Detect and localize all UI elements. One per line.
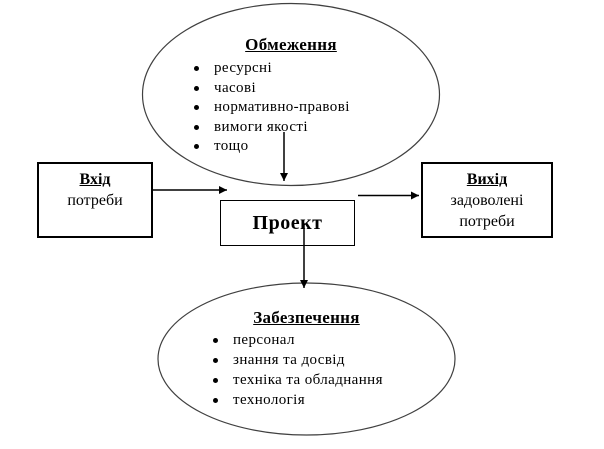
- bullet-icon: [194, 144, 199, 149]
- bullet-icon: [194, 85, 199, 91]
- constraint-item-label: часові: [214, 79, 257, 96]
- list-item: нормативно-правові: [194, 98, 350, 118]
- bullet-icon: [213, 338, 218, 343]
- list-item: часові: [194, 79, 350, 99]
- support-item-label: знання та досвід: [233, 352, 345, 368]
- support-item-label: технологія: [233, 392, 306, 408]
- bullet-icon: [194, 105, 199, 110]
- support-item-label: персонал: [233, 332, 295, 348]
- constraint-item-label: вимоги якості: [214, 118, 308, 135]
- bullet-icon: [213, 378, 218, 383]
- list-item: персонал: [213, 331, 383, 351]
- constraints-ellipse: [141, 2, 441, 187]
- constraint-item-label: ресурсні: [214, 60, 273, 76]
- list-item: технологія: [213, 391, 383, 411]
- project-box: Проект: [220, 200, 355, 246]
- list-item: знання та досвід: [213, 351, 383, 371]
- list-item: тощо: [194, 137, 350, 157]
- support-ellipse-title: Забезпечення: [253, 308, 360, 327]
- support-list: персонал знання та досвід техніка та обл…: [213, 331, 383, 411]
- list-item: ресурсні: [194, 59, 350, 79]
- list-item: вимоги якості: [194, 118, 350, 138]
- support-item-label: техніка та обладнання: [233, 372, 383, 388]
- input-box-title: Вхід: [79, 171, 111, 188]
- bullet-icon: [194, 66, 199, 71]
- project-box-title: Проект: [252, 211, 323, 234]
- input-box: Вхід потреби: [37, 162, 153, 238]
- constraint-item-label: тощо: [214, 138, 249, 154]
- bullet-icon: [213, 358, 218, 363]
- bullet-icon: [194, 124, 199, 130]
- output-box: Вихід задоволені потреби: [421, 162, 553, 238]
- constraint-item-label: нормативно-правові: [214, 99, 350, 115]
- bullet-icon: [213, 398, 218, 403]
- input-box-subtitle: потреби: [67, 192, 123, 209]
- constraints-ellipse-title: Обмеження: [245, 35, 337, 54]
- constraints-list: ресурсні часові нормативно-правові вимог…: [194, 59, 350, 157]
- list-item: техніка та обладнання: [213, 371, 383, 391]
- output-box-subtitle: задоволені потреби: [450, 192, 524, 230]
- output-box-title: Вихід: [466, 171, 508, 188]
